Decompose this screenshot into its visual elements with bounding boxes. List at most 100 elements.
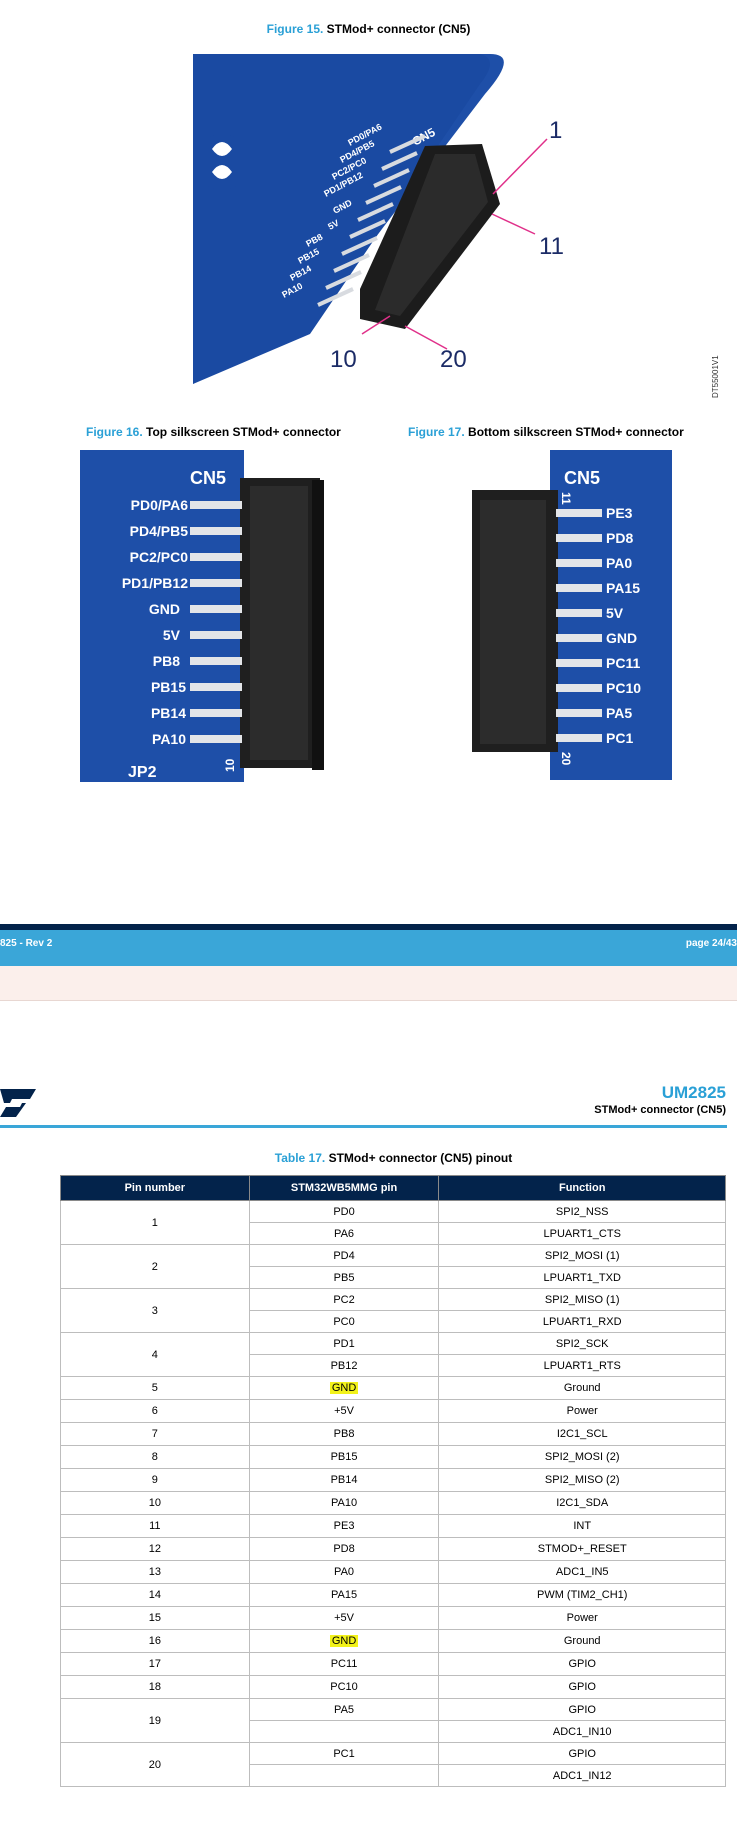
cell-function: Power	[438, 1606, 726, 1630]
cell-mcu-pin: PD8	[248, 1537, 440, 1561]
cell-function: SPI2_MISO (2)	[438, 1468, 726, 1492]
fig16-label-2: PD4/PB5	[130, 523, 189, 539]
cell-function: PWM (TIM2_CH1)	[438, 1583, 726, 1607]
fig17-cn5: CN5	[564, 468, 600, 488]
cell-mcu-pin-empty	[248, 1720, 440, 1743]
cell-mcu-pin: PA15	[248, 1583, 440, 1607]
cell-mcu-pin: PB5	[248, 1266, 440, 1289]
fig17-label-12: PD8	[606, 530, 633, 546]
cell-mcu-pin: GND	[248, 1629, 440, 1653]
cell-mcu-pin: PA6	[248, 1222, 440, 1245]
cell-mcu-pin: PC0	[248, 1310, 440, 1333]
cell-pin-number: 14	[60, 1583, 250, 1607]
cell-function: Ground	[438, 1376, 726, 1400]
fig15-callout-20: 20	[440, 346, 467, 373]
cell-pin-number: 5	[60, 1376, 250, 1400]
fig15-callout-11: 11	[539, 233, 564, 260]
figure-16-photo: CN5 JP2 10 PD0/PA6 PD4/PB5 PC2/PC0 PD1/P…	[80, 450, 324, 782]
cell-mcu-pin: +5V	[248, 1399, 440, 1423]
cell-pin-number: 1	[60, 1200, 250, 1245]
fig16-label-3: PC2/PC0	[130, 549, 189, 565]
svg-text:DT55001V1: DT55001V1	[711, 355, 720, 398]
st-logo	[0, 1089, 36, 1117]
table-row: 5 GND Ground	[60, 1376, 726, 1400]
cell-pin-number: 13	[60, 1560, 250, 1584]
fig15-callout-1: 1	[549, 117, 562, 144]
cell-function: I2C1_SDA	[438, 1491, 726, 1515]
table-17-title: STMod+ connector (CN5) pinout	[328, 1151, 513, 1165]
cell-function: STMOD+_RESET	[438, 1537, 726, 1561]
fig16-label-4: PD1/PB12	[122, 575, 188, 591]
cell-function: LPUART1_RTS	[438, 1354, 726, 1377]
cell-pin-number: 7	[60, 1422, 250, 1446]
cell-mcu-pin: PD4	[248, 1244, 440, 1267]
fig17-label-13: PA0	[606, 555, 632, 571]
cell-mcu-pin: PE3	[248, 1514, 440, 1538]
col-header-mcu-pin: STM32WB5MMG pin	[248, 1175, 440, 1201]
figure-16-caption: Figure 16. Top silkscreen STMod+ connect…	[86, 425, 341, 439]
page-separator	[0, 966, 737, 1001]
cell-function: ADC1_IN5	[438, 1560, 726, 1584]
cell-function: INT	[438, 1514, 726, 1538]
cell-mcu-pin: PC11	[248, 1652, 440, 1676]
fig17-label-14: PA15	[606, 580, 640, 596]
fig15-silk-6: 5V	[326, 218, 340, 232]
cell-function: ADC1_IN10	[438, 1720, 726, 1743]
cell-mcu-pin: PB8	[248, 1422, 440, 1446]
cell-mcu-pin: PA5	[248, 1698, 440, 1721]
fig16-label-7: PB8	[153, 653, 180, 669]
figure-15-label: Figure 15.	[266, 22, 324, 36]
header-doc-number: UM2825	[661, 1083, 726, 1102]
footer-doc-rev: 825 - Rev 2	[0, 938, 53, 949]
table-17-label: Table 17.	[274, 1151, 326, 1165]
cell-pin-number: 2	[60, 1244, 250, 1289]
highlighted-mcu-pin: GND	[329, 1382, 359, 1394]
fig17-pins	[556, 509, 602, 742]
cell-pin-number: 11	[60, 1514, 250, 1538]
fig16-label-9: PB14	[151, 705, 186, 721]
figure-17-caption: Figure 17. Bottom silkscreen STMod+ conn…	[408, 425, 684, 439]
cell-function: SPI2_MOSI (2)	[438, 1445, 726, 1469]
cell-function: Power	[438, 1399, 726, 1423]
cell-pin-number: 20	[60, 1742, 250, 1787]
fig17-label-19: PA5	[606, 705, 632, 721]
fig15-callout-10: 10	[330, 346, 357, 373]
fig16-silk-labels: PD0/PA6 PD4/PB5 PC2/PC0 PD1/PB12 GND 5V …	[122, 497, 188, 747]
cell-pin-number: 6	[60, 1399, 250, 1423]
cell-pin-number: 15	[60, 1606, 250, 1630]
cell-pin-number: 18	[60, 1675, 250, 1699]
cell-function: SPI2_NSS	[438, 1200, 726, 1223]
fig17-label-11: PE3	[606, 505, 633, 521]
table-header-row: Pin number STM32WB5MMG pin Function	[60, 1175, 726, 1201]
fig16-label-1: PD0/PA6	[131, 497, 189, 513]
figure-15-title: STMod+ connector (CN5)	[326, 22, 471, 36]
cell-function: GPIO	[438, 1675, 726, 1699]
figure-16-title: Top silkscreen STMod+ connector	[146, 425, 341, 439]
fig15-callout-lines	[361, 138, 548, 350]
col-header-function: Function	[438, 1175, 726, 1201]
cell-mcu-pin: PA0	[248, 1560, 440, 1584]
header-rule	[0, 1125, 727, 1128]
cell-function: Ground	[438, 1629, 726, 1653]
fig17-label-17: PC11	[606, 655, 640, 671]
fig16-label-10: PA10	[152, 731, 186, 747]
header-section: STMod+ connector (CN5)	[594, 1104, 726, 1116]
cell-function: SPI2_MISO (1)	[438, 1288, 726, 1311]
cell-mcu-pin-empty	[248, 1764, 440, 1787]
col-header-pin-number: Pin number	[60, 1175, 250, 1201]
cell-mcu-pin: PC2	[248, 1288, 440, 1311]
cell-mcu-pin: PD1	[248, 1332, 440, 1355]
